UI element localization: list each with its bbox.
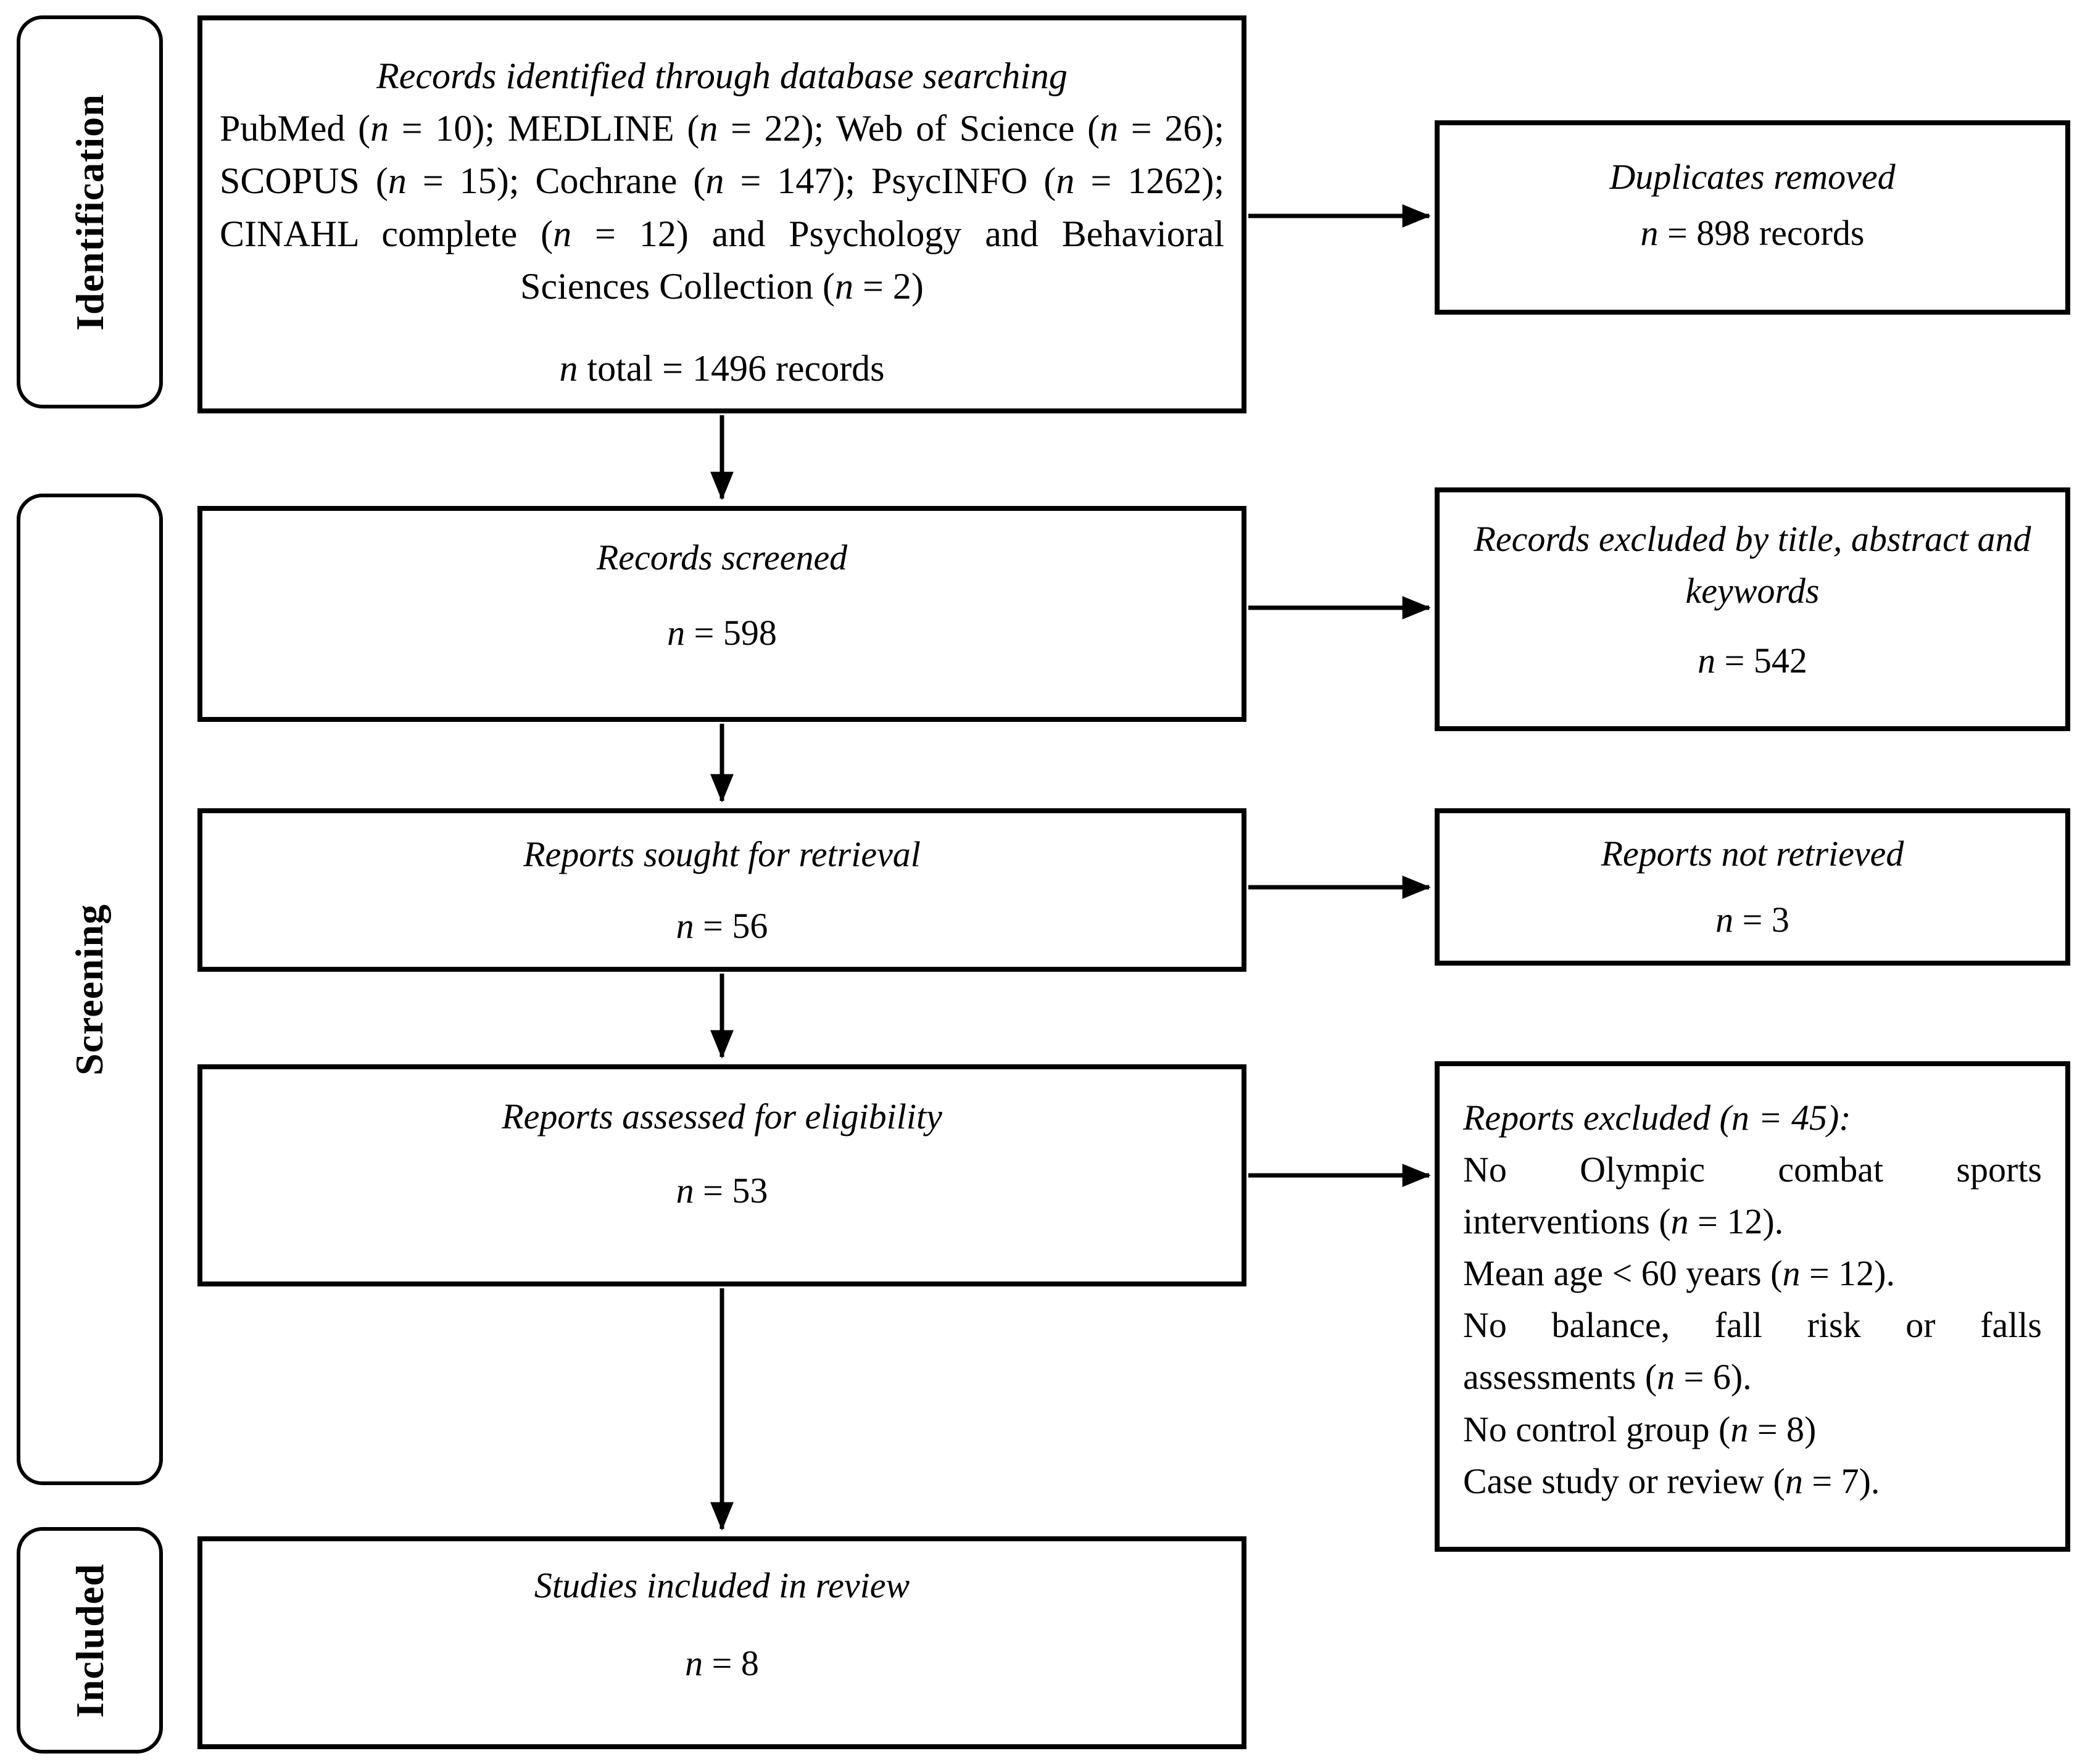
stage-label-screening: Screening [67,903,112,1075]
exclusion-reason: No balance, fall risk or falls assessmen… [1463,1305,2042,1398]
box-records-excluded: Records excluded by title, abstract and … [1435,487,2070,731]
box-reports-assessed: Reports assessed for eligibility n = 53 [197,1064,1246,1286]
reports-sought-title: Reports sought for retrieval [523,834,921,874]
exclusion-reason: Case study or review (n = 7). [1463,1460,1880,1501]
records-identified-count: n total = 1496 records [559,347,885,389]
exclusion-reason: Mean age < 60 years (n = 12). [1463,1253,1895,1294]
records-identified-title: Records identified through database sear… [376,56,1068,96]
box-duplicates-removed: Duplicates removed n = 898 records [1435,120,2070,315]
records-identified-databases: PubMed (n = 10); MEDLINE (n = 22); Web o… [220,108,1224,307]
records-screened-count: n = 598 [667,613,777,653]
reports-sought-count: n = 56 [676,905,768,946]
studies-included-title: Studies included in review [534,1565,910,1605]
reports-assessed-title: Reports assessed for eligibility [502,1096,942,1137]
duplicates-removed-count: n = 898 records [1640,212,1865,253]
reports-excluded-title: Reports excluded (n = 45): [1463,1098,1851,1138]
records-excluded-title: Records excluded by title, abstract and … [1474,519,2031,611]
duplicates-removed-title: Duplicates removed [1609,157,1896,197]
exclusion-reason: No Olympic combat sports interventions (… [1463,1149,2042,1242]
studies-included-count: n = 8 [685,1642,759,1683]
box-records-identified: Records identified through database sear… [197,15,1246,413]
stage-label-included: Included [67,1563,112,1718]
stage-label-identification: Identification [67,93,112,331]
reports-not-retrieved-count: n = 3 [1715,899,1789,940]
box-reports-not-retrieved: Reports not retrieved n = 3 [1435,808,2070,966]
exclusion-reason: No control group (n = 8) [1463,1409,1817,1449]
records-excluded-count: n = 542 [1698,640,1807,681]
stage-box-screening: Screening [17,494,163,1485]
box-studies-included: Studies included in review n = 8 [197,1536,1246,1749]
reports-not-retrieved-title: Reports not retrieved [1601,834,1904,874]
box-records-screened: Records screened n = 598 [197,506,1246,722]
reports-assessed-count: n = 53 [676,1170,768,1211]
stage-box-included: Included [17,1527,163,1754]
box-reports-excluded: Reports excluded (n = 45): No Olympic co… [1435,1061,2070,1552]
records-screened-title: Records screened [596,537,848,578]
stage-box-identification: Identification [17,15,163,408]
box-reports-sought: Reports sought for retrieval n = 56 [197,808,1246,972]
